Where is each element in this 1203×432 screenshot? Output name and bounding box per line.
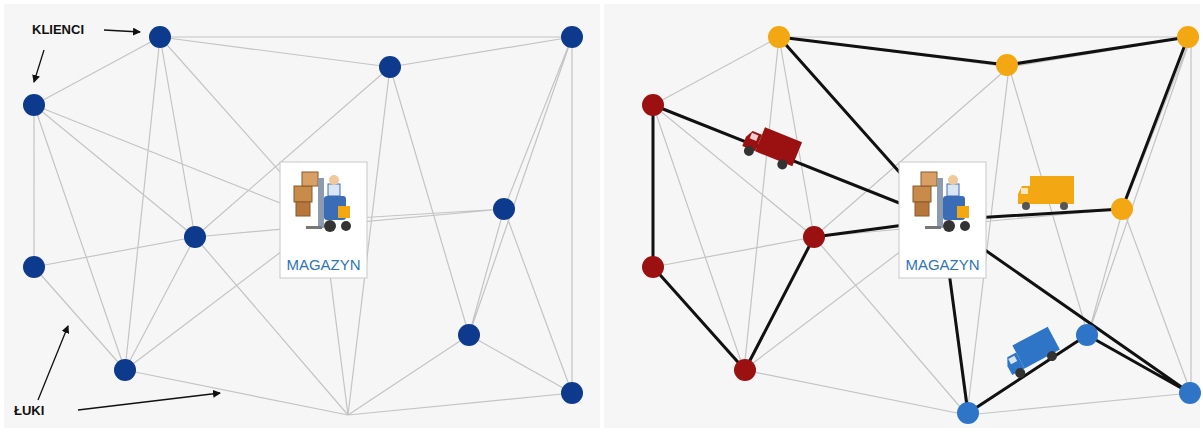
warehouse-node: MAGAZYN [899,162,986,278]
truck-icon [1000,327,1063,381]
truck-icon [1018,176,1074,210]
leader-arrow [34,30,220,410]
route-lines [653,37,1190,413]
node-label: MAGAZYN [280,256,367,273]
panel-ground [604,4,1200,428]
client-circle [768,26,1199,220]
truck-icon [740,122,802,173]
warehouse-node: MAGAZYN [280,162,367,278]
client-circle [642,94,825,381]
callout-label: ŁUKI [14,403,44,418]
callout-label: KLIENCI [32,22,84,37]
node-label: MAGAZYN [899,256,986,273]
warehouse-box [280,162,986,278]
warehouse-icon [294,172,351,232]
panel-ground [4,4,600,428]
arc-lines [34,37,1191,415]
client-circle [23,26,583,404]
client-circle [957,324,1201,424]
